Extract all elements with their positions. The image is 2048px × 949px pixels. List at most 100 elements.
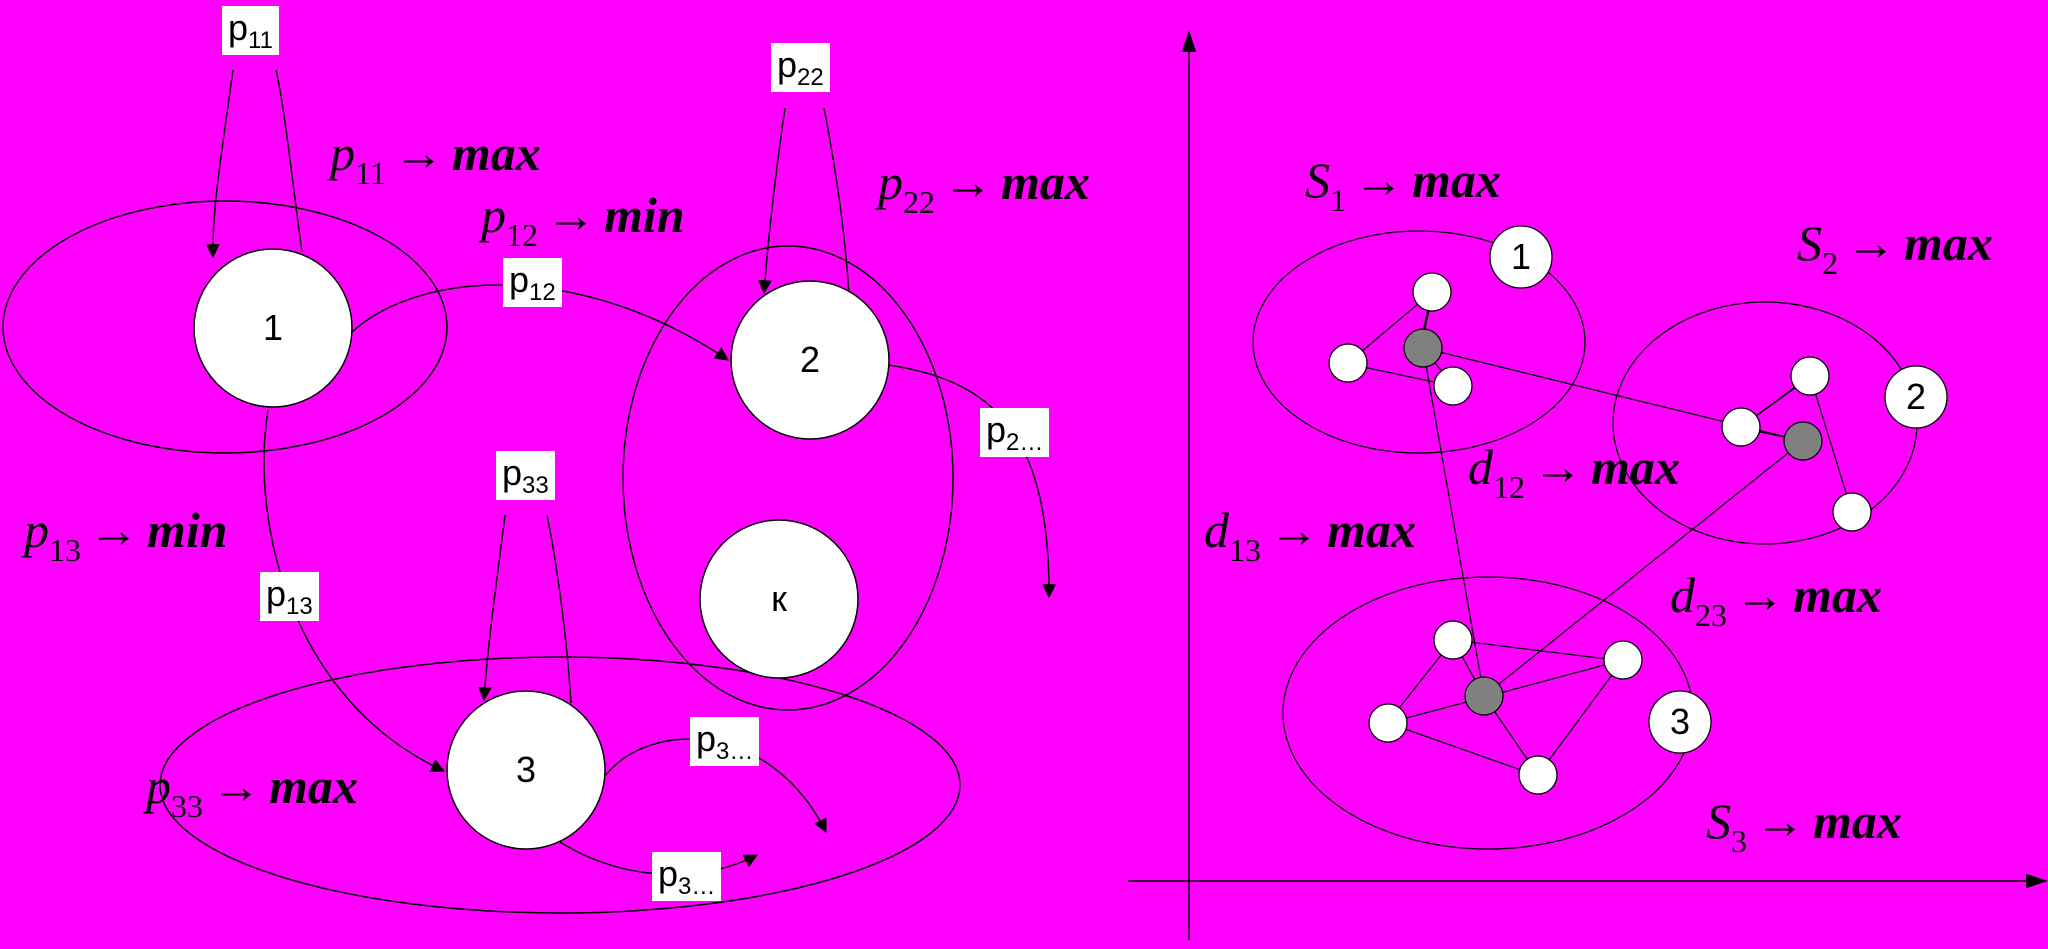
formula-d13: d13→max: [1204, 505, 1416, 566]
box-p12-sub: 12: [529, 279, 556, 306]
box-p3x-a: p3…: [690, 717, 760, 766]
formula-s1-var: S: [1305, 152, 1330, 208]
edge-p22-out: [823, 107, 850, 296]
formula-s3-sub: 3: [1731, 823, 1747, 859]
formula-p12-var: p: [481, 187, 506, 243]
node-2: [730, 280, 890, 440]
formula-p13: p13→min: [24, 505, 228, 566]
box-p11-main: p: [228, 7, 249, 48]
left-nodes: [193, 248, 890, 850]
point-a2: [1328, 343, 1368, 383]
box-p13-main: p: [266, 573, 287, 614]
node-k-label: к: [771, 578, 787, 619]
box-p3x-b-main: p: [658, 853, 679, 894]
cluster-3-boundary: [159, 656, 961, 914]
formula-p33-op: max: [269, 758, 358, 814]
formula-s2-arrow: →: [1846, 215, 1896, 271]
point-c4: [1518, 755, 1558, 795]
formula-s1-arrow: →: [1354, 152, 1404, 208]
edge-p22-in: [757, 107, 786, 295]
link-c7: [1452, 639, 1623, 661]
formula-d12-op: max: [1591, 439, 1680, 495]
formula-d13-var: d: [1204, 502, 1229, 558]
formula-s1: S1→max: [1305, 155, 1501, 216]
box-p33: p33: [496, 451, 555, 500]
box-p13: p13: [260, 572, 319, 621]
formula-d13-arrow: →: [1269, 502, 1319, 558]
node-k: [699, 519, 859, 679]
link-c5: [1387, 722, 1538, 776]
formula-p11-arrow: →: [393, 125, 444, 181]
box-p33-main: p: [502, 452, 523, 493]
formula-s2-sub: 2: [1822, 245, 1838, 281]
formula-p13-arrow: →: [89, 502, 139, 558]
point-b3: [1832, 492, 1872, 532]
center-a: [1403, 328, 1443, 368]
formula-p33-arrow: →: [211, 758, 261, 814]
box-p12: p12: [503, 258, 562, 307]
box-p2x-main: p: [986, 409, 1007, 450]
point-a3: [1433, 366, 1473, 406]
formula-d23-arrow: →: [1735, 567, 1785, 623]
formula-d23-op: max: [1793, 567, 1882, 623]
node-1: [193, 248, 353, 408]
box-p22-main: p: [777, 44, 798, 85]
node-1-label: 1: [262, 307, 284, 348]
box-p11: p11: [222, 6, 279, 55]
cluster-label-3: 3: [1669, 701, 1691, 742]
formula-s1-sub: 1: [1330, 182, 1346, 218]
point-a1: [1412, 272, 1452, 312]
center-c: [1464, 676, 1504, 716]
link-b3: [1809, 375, 1852, 512]
formula-s2-var: S: [1797, 215, 1822, 271]
node-2-label: 2: [799, 339, 821, 380]
formula-p22-sub: 22: [903, 184, 935, 220]
formula-p22-arrow: →: [943, 154, 993, 210]
box-p13-sub: 13: [286, 593, 313, 620]
cluster-label-2-circle: [1884, 365, 1948, 429]
formula-d12-var: d: [1468, 439, 1493, 495]
edge-p33-out: [546, 514, 572, 704]
formula-p11: p11→max: [330, 128, 541, 189]
box-p33-sub: 33: [522, 472, 549, 499]
formula-d23: d23→max: [1670, 570, 1882, 631]
formula-p22: p22→max: [878, 157, 1090, 218]
formula-s2: S2→max: [1797, 218, 1993, 279]
cluster-label-1-circle: [1489, 225, 1553, 289]
box-p2x: p2…: [980, 408, 1050, 457]
formula-d23-var: d: [1670, 567, 1695, 623]
box-p12-main: p: [509, 259, 530, 300]
formula-p11-sub: 11: [355, 155, 386, 191]
formula-p11-var: p: [330, 125, 355, 181]
right-points: [1328, 225, 1948, 795]
formula-d12-sub: 12: [1493, 469, 1525, 505]
point-b2: [1721, 407, 1761, 447]
formula-p12-op: min: [604, 187, 685, 243]
box-p11-sub: 11: [248, 27, 273, 54]
edge-p11-out: [275, 69, 303, 253]
formula-s3-op: max: [1813, 793, 1902, 849]
formula-p11-op: max: [451, 125, 541, 181]
formula-d13-op: max: [1327, 502, 1416, 558]
formula-p33: p33→max: [146, 761, 358, 822]
box-p3x-b-sub: 3…: [678, 873, 716, 900]
distance-d23: [1483, 440, 1804, 697]
node-3: [446, 690, 606, 850]
formula-p22-op: max: [1001, 154, 1090, 210]
formula-s3: S3→max: [1706, 796, 1902, 857]
point-c3: [1603, 640, 1643, 680]
formula-s3-arrow: →: [1755, 793, 1805, 849]
cluster-label-1: 1: [1510, 236, 1532, 277]
link-c6: [1537, 660, 1623, 776]
formula-d12-arrow: →: [1533, 439, 1583, 495]
distance-d13: [1422, 347, 1485, 697]
cluster-2-boundary: [622, 245, 954, 711]
box-p22-sub: 22: [797, 64, 824, 91]
point-c2: [1368, 703, 1408, 743]
formula-p12-arrow: →: [546, 187, 596, 243]
cluster-1-boundary: [2, 200, 448, 454]
point-b1: [1790, 356, 1830, 396]
formula-d12: d12→max: [1468, 442, 1680, 503]
box-p2x-sub: 2…: [1006, 429, 1044, 456]
cluster-label-3-circle: [1648, 690, 1712, 754]
